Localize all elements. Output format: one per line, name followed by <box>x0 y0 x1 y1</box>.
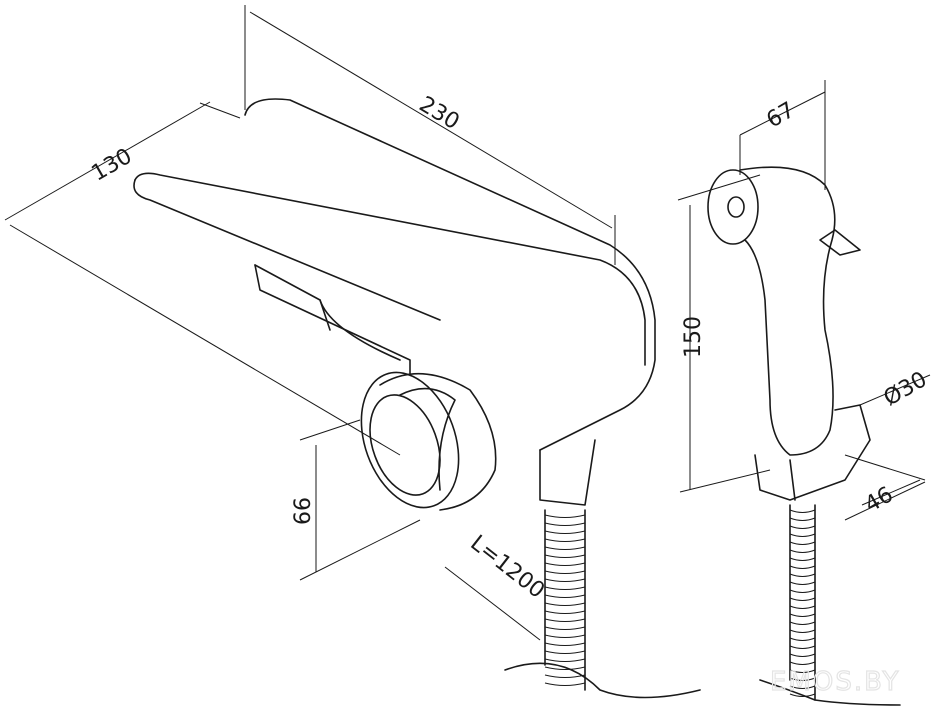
hose-coil <box>544 562 586 566</box>
dim-holder-diameter: Ø30 <box>880 367 932 411</box>
dimension-lines <box>4 5 931 641</box>
hose-coil <box>544 578 586 582</box>
watermark: EMOS.BY <box>770 667 900 697</box>
hose-coil <box>789 589 816 593</box>
hose-coil <box>789 637 816 641</box>
dim-depth: 130 <box>87 144 136 187</box>
hose-coil <box>789 565 816 569</box>
hose-coil <box>789 669 816 673</box>
dim-handle-height: 66 <box>291 497 316 525</box>
hose-coil <box>544 666 586 670</box>
hose-coil <box>544 610 586 614</box>
hose-coil <box>544 618 586 622</box>
hose-coil <box>544 626 586 630</box>
hose-coil <box>544 530 586 534</box>
hose-coil <box>544 682 586 686</box>
hose-coil <box>789 677 816 681</box>
hose-coil <box>544 602 586 606</box>
hose-coil <box>544 594 586 598</box>
hose-coil <box>789 685 816 689</box>
hose-coil <box>544 570 586 574</box>
hose-coil <box>789 581 816 585</box>
hose-coil <box>789 613 816 617</box>
hose-coil <box>789 541 816 545</box>
hose-coil <box>544 634 586 638</box>
hose-coil <box>789 629 816 633</box>
dim-handshower-height: 150 <box>681 316 706 358</box>
hose-coil <box>544 650 586 654</box>
hose-coil <box>789 605 816 609</box>
hose-coils-2 <box>789 509 816 697</box>
hose-coils <box>544 514 586 686</box>
hose-coil <box>789 533 816 537</box>
hose-coil <box>789 573 816 577</box>
hose-coil <box>789 509 816 513</box>
hose-coil <box>789 517 816 521</box>
hose-coil <box>789 549 816 553</box>
hose-coil <box>544 546 586 550</box>
hand-shower <box>707 166 871 701</box>
hose-coil <box>789 653 816 657</box>
hose-coil <box>544 522 586 526</box>
dim-width: 230 <box>415 92 464 135</box>
hose-coil <box>544 586 586 590</box>
hose-coil <box>789 661 816 665</box>
hose-coil <box>544 658 586 662</box>
hose-coil <box>544 538 586 542</box>
hose-coil <box>544 514 586 518</box>
hose-coil <box>789 557 816 561</box>
hose-coil <box>789 693 816 697</box>
mixer-body <box>133 98 656 511</box>
hose-coil <box>789 645 816 649</box>
hose-coil <box>789 597 816 601</box>
hose-coil <box>544 554 586 558</box>
dim-handshower-width: 67 <box>763 98 800 134</box>
hose-coil <box>544 674 586 678</box>
dim-holder-height: 46 <box>861 482 898 518</box>
cut-line <box>504 662 901 706</box>
hose-coil <box>789 621 816 625</box>
hose-coil <box>789 525 816 529</box>
hose-coil <box>544 642 586 646</box>
